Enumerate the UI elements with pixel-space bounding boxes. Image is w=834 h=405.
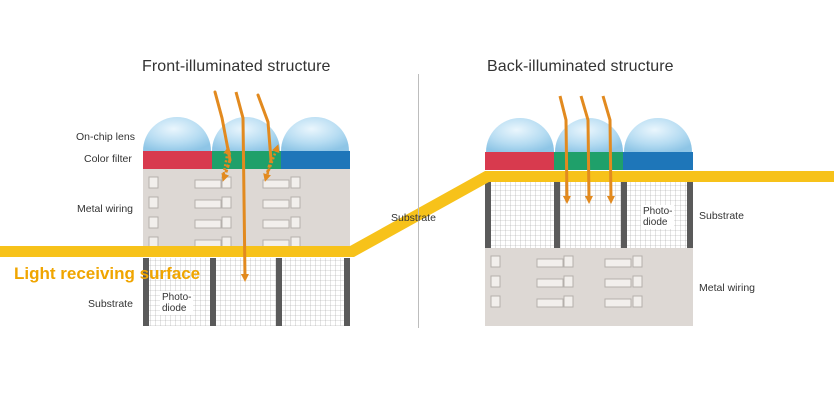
surface-fade-right xyxy=(790,171,834,182)
back-pillar-1 xyxy=(485,180,491,248)
front-lens-2 xyxy=(212,117,280,151)
front-lens-3 xyxy=(281,117,349,151)
front-wire-block xyxy=(194,219,222,229)
front-ray-reflect-2 xyxy=(263,159,273,182)
back-wire-block xyxy=(563,255,574,268)
back-wire-block xyxy=(536,298,564,308)
label-substrate-back: Substrate xyxy=(699,210,744,222)
front-pillar-4 xyxy=(344,258,350,326)
back-wire-block xyxy=(490,255,501,268)
back-wire-block xyxy=(490,295,501,308)
label-color-filter: Color filter xyxy=(84,153,132,165)
front-wire-block xyxy=(221,196,232,209)
label-photodiode-front: Photo- diode xyxy=(160,291,194,315)
front-wire-block xyxy=(194,179,222,189)
back-pillar-3 xyxy=(621,180,627,248)
back-filter-blue xyxy=(623,152,693,170)
front-wire-block xyxy=(148,196,159,209)
back-filter-red xyxy=(485,152,554,170)
front-ray-scatter-2 xyxy=(264,144,280,179)
light-receiving-surface-band xyxy=(0,171,834,257)
front-filter-blue xyxy=(281,151,350,169)
back-wiring-layer xyxy=(485,248,693,326)
front-wire-block xyxy=(262,219,290,229)
back-title: Back-illuminated structure xyxy=(487,58,674,75)
front-lens-1 xyxy=(143,117,211,151)
back-pillar-4 xyxy=(687,180,693,248)
front-ray-incoming-3 xyxy=(256,93,273,162)
light-receiving-surface-label: Light receiving surface xyxy=(14,264,201,283)
back-wire-block xyxy=(632,295,643,308)
front-wire-block xyxy=(290,196,301,209)
back-ray-3 xyxy=(601,95,615,204)
front-wire-block xyxy=(148,216,159,229)
label-substrate-front: Substrate xyxy=(88,298,133,310)
front-ray-main xyxy=(234,91,249,282)
back-pillar-2 xyxy=(554,180,560,248)
label-photodiode-back: Photo- diode xyxy=(641,205,675,229)
front-ray-scatter-1 xyxy=(221,146,232,179)
front-wire-block xyxy=(290,176,301,189)
front-pillar-2 xyxy=(210,258,216,326)
surface-fade-left xyxy=(0,246,40,257)
back-wire-block xyxy=(536,258,564,268)
back-wire-block xyxy=(563,275,574,288)
label-substrate-middle: Substrate xyxy=(391,212,436,224)
front-wire-block xyxy=(221,176,232,189)
front-wire-block xyxy=(262,179,290,189)
front-ray-reflect-1 xyxy=(221,159,232,182)
back-lens-3 xyxy=(624,118,692,152)
back-wire-block xyxy=(632,275,643,288)
back-wire-block xyxy=(604,258,632,268)
back-wire-block xyxy=(604,278,632,288)
front-pillar-3 xyxy=(276,258,282,326)
front-title: Front-illuminated structure xyxy=(142,58,331,75)
front-wiring-layer xyxy=(143,169,350,248)
back-wire-block xyxy=(490,275,501,288)
back-ray-1 xyxy=(558,95,571,204)
front-filter-red xyxy=(143,151,212,169)
back-wire-block xyxy=(604,298,632,308)
front-pillar-1 xyxy=(143,258,149,326)
front-wire-block xyxy=(262,199,290,209)
label-metal-wiring-back: Metal wiring xyxy=(699,282,756,294)
divider xyxy=(418,74,419,328)
back-wire-block xyxy=(536,278,564,288)
back-ray-2 xyxy=(579,95,593,204)
front-wire-block xyxy=(148,176,159,189)
label-on-chip-lens: On-chip lens xyxy=(76,131,135,143)
back-wire-block xyxy=(563,295,574,308)
front-ray-incoming-1 xyxy=(213,90,232,162)
back-lens-1 xyxy=(486,118,554,152)
back-wire-block xyxy=(632,255,643,268)
front-wire-block xyxy=(290,216,301,229)
front-wire-block xyxy=(221,216,232,229)
front-wire-block xyxy=(194,199,222,209)
label-metal-wiring-front: Metal wiring xyxy=(77,203,134,215)
